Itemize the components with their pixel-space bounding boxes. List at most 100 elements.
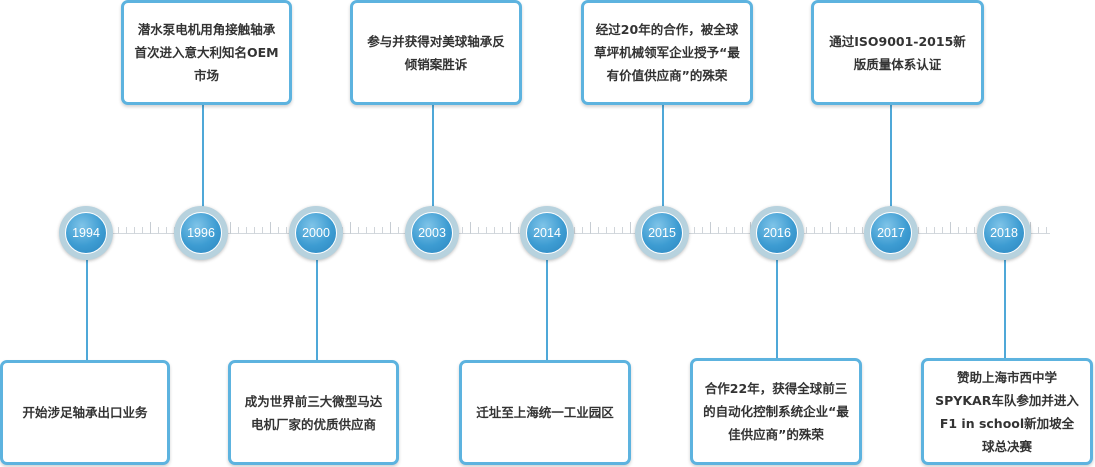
event-box-1994: 开始涉足轴承出口业务 xyxy=(0,360,170,465)
event-text-1994: 开始涉足轴承出口业务 xyxy=(22,405,148,420)
axis-tick xyxy=(254,227,255,234)
axis-tick xyxy=(126,227,127,234)
year-node-2018: 2018 xyxy=(977,206,1031,260)
axis-tick xyxy=(854,227,855,234)
axis-tick xyxy=(398,227,399,234)
year-label-2003: 2003 xyxy=(411,212,453,254)
year-node-2017: 2017 xyxy=(864,206,918,260)
event-text-2016: 合作22年，获得全球前三的自动化控制系统企业“最佳供应商”的殊荣 xyxy=(703,381,849,442)
event-text-2000: 成为世界前三大微型马达电机厂家的优质供应商 xyxy=(244,393,383,432)
axis-tick xyxy=(470,222,471,234)
axis-tick xyxy=(510,222,511,234)
event-box-2016: 合作22年，获得全球前三的自动化控制系统企业“最佳供应商”的殊荣 xyxy=(690,358,862,465)
connector-2003 xyxy=(432,104,434,208)
event-text-2015: 经过20年的合作，被全球草坪机械领军企业授予“最有价值供应商”的殊荣 xyxy=(594,22,740,83)
axis-tick xyxy=(974,227,975,234)
year-node-2016: 2016 xyxy=(750,206,804,260)
axis-tick xyxy=(574,227,575,234)
event-box-2017: 通过ISO9001-2015新版质量体系认证 xyxy=(811,0,984,105)
axis-tick xyxy=(734,227,735,234)
axis-tick xyxy=(462,227,463,234)
axis-tick xyxy=(494,227,495,234)
year-label-2017: 2017 xyxy=(870,212,912,254)
year-node-2003: 2003 xyxy=(405,206,459,260)
connector-2018 xyxy=(1004,260,1006,360)
connector-2016 xyxy=(776,260,778,360)
axis-tick xyxy=(246,227,247,234)
axis-tick xyxy=(358,227,359,234)
axis-tick xyxy=(862,227,863,234)
axis-tick xyxy=(822,227,823,234)
axis-tick xyxy=(598,227,599,234)
axis-tick xyxy=(382,227,383,234)
event-text-2014: 迁址至上海统一工业园区 xyxy=(476,405,614,420)
axis-tick xyxy=(142,227,143,234)
axis-tick xyxy=(614,227,615,234)
axis-tick xyxy=(838,227,839,234)
axis-tick xyxy=(966,227,967,234)
axis-tick xyxy=(118,227,119,234)
event-text-2018: 赞助上海市西中学SPYKAR车队参加并进入F1 in school新加坡全球总决… xyxy=(935,369,1079,454)
axis-tick xyxy=(1046,227,1047,234)
axis-tick xyxy=(238,227,239,234)
year-label-2016: 2016 xyxy=(756,212,798,254)
axis-tick xyxy=(262,227,263,234)
event-text-2003: 参与并获得对美球轴承反倾销案胜诉 xyxy=(367,33,505,72)
year-label-2014: 2014 xyxy=(526,212,568,254)
year-node-2014: 2014 xyxy=(520,206,574,260)
year-label-1996: 1996 xyxy=(180,212,222,254)
axis-tick xyxy=(942,227,943,234)
connector-2000 xyxy=(316,260,318,362)
axis-tick xyxy=(158,227,159,234)
axis-tick xyxy=(630,222,631,234)
axis-tick xyxy=(230,222,231,234)
axis-tick xyxy=(918,227,919,234)
year-label-2015: 2015 xyxy=(641,212,683,254)
axis-tick xyxy=(926,227,927,234)
year-node-1994: 1994 xyxy=(59,206,113,260)
connector-1996 xyxy=(202,104,204,208)
axis-tick xyxy=(830,222,831,234)
year-node-1996: 1996 xyxy=(174,206,228,260)
axis-tick xyxy=(718,227,719,234)
axis-tick xyxy=(742,227,743,234)
axis-tick xyxy=(366,227,367,234)
axis-tick xyxy=(606,227,607,234)
connector-1994 xyxy=(86,260,88,362)
axis-tick xyxy=(710,222,711,234)
connector-2014 xyxy=(546,260,548,362)
axis-tick xyxy=(958,227,959,234)
axis-tick xyxy=(518,227,519,234)
connector-2015 xyxy=(662,104,664,208)
event-box-2015: 经过20年的合作，被全球草坪机械领军企业授予“最有价值供应商”的殊荣 xyxy=(581,0,753,105)
axis-tick xyxy=(502,227,503,234)
axis-tick xyxy=(486,227,487,234)
event-text-2017: 通过ISO9001-2015新版质量体系认证 xyxy=(829,33,966,72)
axis-tick xyxy=(286,227,287,234)
axis-tick xyxy=(694,227,695,234)
year-label-2018: 2018 xyxy=(983,212,1025,254)
event-box-1996: 潜水泵电机用角接触轴承首次进入意大利知名OEM市场 xyxy=(121,0,292,105)
year-label-1994: 1994 xyxy=(65,212,107,254)
axis-tick xyxy=(590,222,591,234)
axis-tick xyxy=(278,227,279,234)
year-node-2015: 2015 xyxy=(635,206,689,260)
event-box-2000: 成为世界前三大微型马达电机厂家的优质供应商 xyxy=(228,360,399,465)
axis-tick xyxy=(270,222,271,234)
axis-tick xyxy=(934,227,935,234)
axis-tick xyxy=(350,222,351,234)
axis-tick xyxy=(806,227,807,234)
event-box-2018: 赞助上海市西中学SPYKAR车队参加并进入F1 in school新加坡全球总决… xyxy=(921,358,1093,465)
axis-tick xyxy=(726,227,727,234)
axis-tick xyxy=(374,227,375,234)
event-text-1996: 潜水泵电机用角接触轴承首次进入意大利知名OEM市场 xyxy=(134,22,279,83)
axis-tick xyxy=(846,227,847,234)
axis-tick xyxy=(622,227,623,234)
connector-2017 xyxy=(890,104,892,208)
axis-tick xyxy=(814,227,815,234)
event-box-2014: 迁址至上海统一工业园区 xyxy=(459,360,631,465)
axis-tick xyxy=(702,227,703,234)
axis-tick xyxy=(390,222,391,234)
axis-tick xyxy=(166,227,167,234)
axis-tick xyxy=(134,227,135,234)
